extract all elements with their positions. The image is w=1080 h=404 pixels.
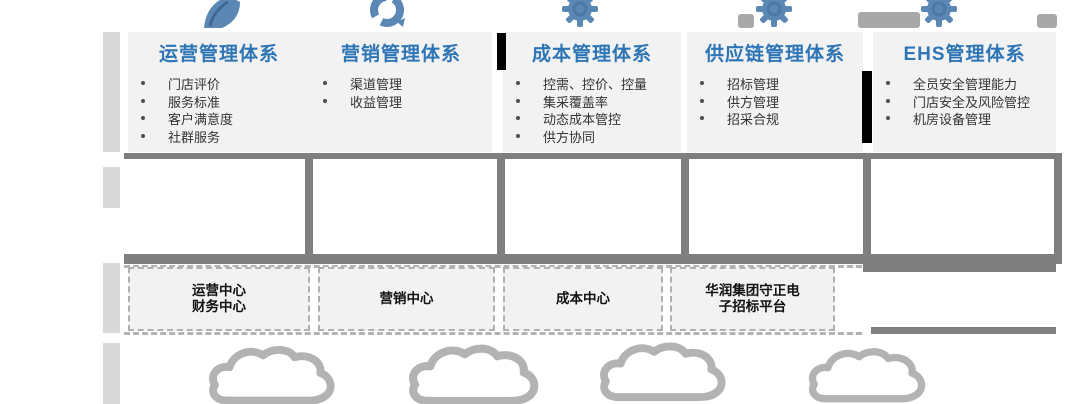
bullet-list: 招标管理 供方管理 招采合规 — [687, 74, 863, 127]
panel-operations: 运营管理体系 门店评价 服务标准 客户满意度 社群服务 — [128, 32, 310, 152]
bullet-item: 控需、控价、控量 — [503, 74, 681, 92]
bullet-item: 供方管理 — [687, 92, 863, 110]
sidebar-segment — [103, 263, 120, 333]
panel-title: 成本管理体系 — [531, 44, 652, 65]
bullet-item: 服务标准 — [128, 92, 310, 110]
panel-title: 供应链管理体系 — [704, 44, 845, 65]
bullet-list: 门店评价 服务标准 客户满意度 社群服务 — [128, 74, 310, 145]
bullet-list: 渠道管理 收益管理 — [310, 74, 492, 110]
bullet-item: 客户满意度 — [128, 109, 310, 127]
panel-ehs: EHS管理体系 全员安全管理能力 门店安全及风险管控 机房设备管理 — [873, 32, 1056, 152]
panel-title: EHS管理体系 — [903, 44, 1026, 65]
bullet-item: 集采覆盖率 — [503, 92, 681, 110]
bullet-item: 供方协同 — [503, 127, 681, 145]
panel-title: 营销管理体系 — [340, 44, 461, 65]
platform-label: 华润集团守正电 — [705, 283, 800, 298]
bullet-item: 门店评价 — [128, 74, 310, 92]
redacted-box-top-bar — [871, 261, 1056, 272]
platform-label: 营销中心 — [379, 291, 434, 306]
bullet-item: 社群服务 — [128, 127, 310, 145]
gray-artifact — [1037, 14, 1057, 28]
band-divider — [1054, 159, 1062, 254]
band-divider — [497, 159, 505, 254]
panel-cost: 成本管理体系 控需、控价、控量 集采覆盖率 动态成本管控 供方协同 — [503, 32, 681, 152]
cloud-icon — [600, 342, 726, 402]
gear-icon — [921, 0, 957, 27]
panel-supply-chain: 供应链管理体系 招标管理 供方管理 招采合规 — [687, 32, 863, 152]
panel-title: 运营管理体系 — [158, 44, 279, 65]
bullet-list: 控需、控价、控量 集采覆盖率 动态成本管控 供方协同 — [503, 74, 681, 145]
bullet-item: 全员安全管理能力 — [873, 74, 1056, 92]
gear-icon — [562, 0, 598, 27]
platform-box-cost: 成本中心 — [503, 267, 663, 331]
platform-box-operations-finance: 运营中心 财务中心 — [128, 267, 310, 331]
platform-box-marketing: 营销中心 — [318, 267, 495, 331]
sidebar-segment — [103, 343, 120, 404]
band-divider — [681, 159, 689, 254]
bullet-item: 招标管理 — [687, 74, 863, 92]
dashed-connector-line — [124, 332, 862, 335]
band-divider — [863, 159, 871, 272]
band-divider — [305, 159, 313, 254]
sidebar-segment — [103, 167, 120, 208]
band-top-bar — [124, 153, 1062, 159]
band-bottom-bar — [124, 254, 1062, 264]
gray-artifact — [858, 12, 920, 28]
panel-marketing: 营销管理体系 渠道管理 收益管理 — [310, 32, 492, 152]
wing-icon — [204, 0, 240, 28]
bullet-list: 全员安全管理能力 门店安全及风险管控 机房设备管理 — [873, 74, 1056, 127]
gear-icon — [756, 0, 792, 27]
sidebar-segment — [103, 32, 120, 152]
platform-box-bidding: 华润集团守正电 子招标平台 — [670, 267, 835, 331]
bullet-item: 渠道管理 — [310, 74, 492, 92]
bullet-item: 招采合规 — [687, 109, 863, 127]
panel-group-operations-marketing: 运营管理体系 门店评价 服务标准 客户满意度 社群服务 营销管理体系 渠道管理 … — [128, 32, 492, 152]
gray-artifact — [738, 14, 754, 28]
refresh-icon — [370, 0, 405, 27]
platform-label: 财务中心 — [192, 299, 246, 314]
bullet-item: 门店安全及风险管控 — [873, 92, 1056, 110]
cloud-icon — [808, 348, 926, 403]
redacted-box-bottom-bar — [871, 327, 1056, 334]
platform-label: 运营中心 — [192, 283, 246, 298]
cloud-icon — [409, 344, 539, 404]
redaction-bar — [862, 71, 872, 143]
dashed-connector-line — [124, 265, 862, 268]
bullet-item: 动态成本管控 — [503, 109, 681, 127]
platform-label: 子招标平台 — [718, 299, 787, 314]
bullet-item: 机房设备管理 — [873, 109, 1056, 127]
bullet-item: 收益管理 — [310, 92, 492, 110]
platform-label: 成本中心 — [556, 291, 610, 306]
redaction-bar — [497, 33, 506, 70]
cloud-icon — [209, 346, 335, 404]
